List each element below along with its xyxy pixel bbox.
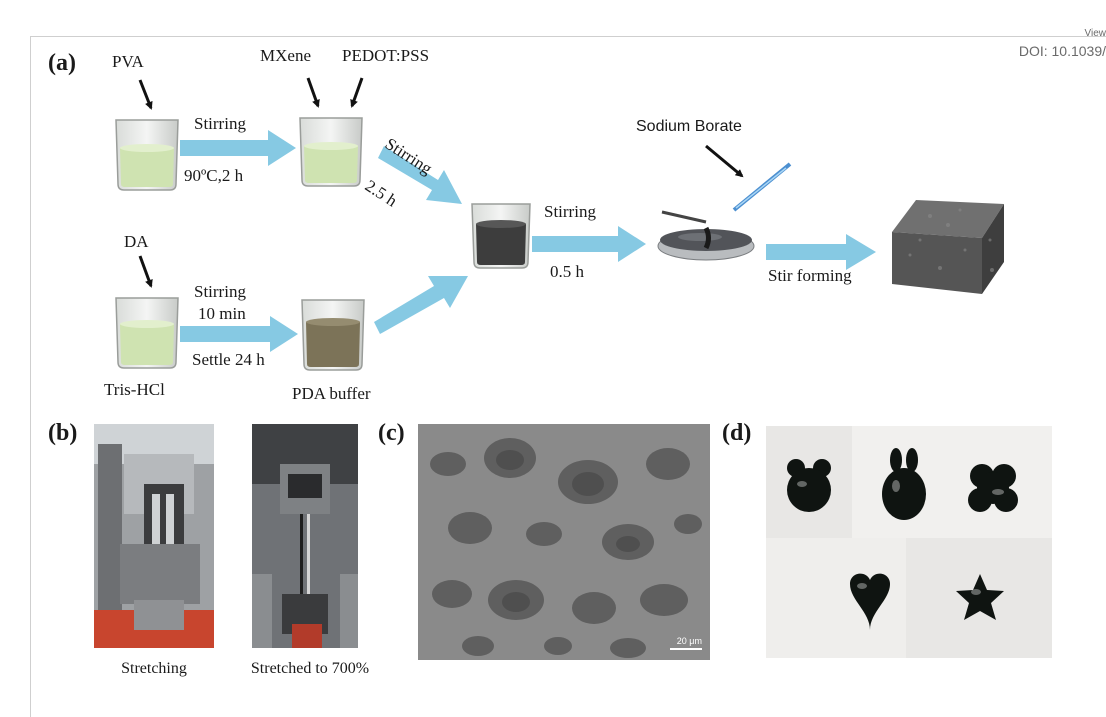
figure-frame bbox=[30, 36, 1106, 717]
panel-b-label: (b) bbox=[48, 420, 78, 446]
arrow-dish-to-gel bbox=[766, 234, 876, 270]
star-shape bbox=[956, 574, 1004, 620]
tris-label: Tris-HCl bbox=[104, 380, 165, 399]
sem-image: 20 μm bbox=[418, 424, 710, 660]
beaker-mix bbox=[471, 203, 531, 269]
stretched-photo bbox=[252, 424, 358, 648]
da-label: DA bbox=[124, 232, 149, 251]
article-header: View DOI: 10.1039/ bbox=[1019, 28, 1106, 61]
panel-d-label: (d) bbox=[722, 420, 752, 446]
settle-label: Settle 24 h bbox=[192, 350, 265, 369]
condition-label-1: 90ºC,2 h bbox=[184, 166, 244, 185]
rabbit-shape bbox=[882, 448, 926, 520]
beaker-mxene bbox=[299, 117, 363, 187]
arrow-tris-to-pda bbox=[180, 316, 298, 352]
doi-text[interactable]: DOI: 10.1039/ bbox=[1018, 43, 1106, 59]
pedot-arrow bbox=[350, 77, 364, 108]
stretching-photo bbox=[94, 424, 214, 648]
mxene-arrow bbox=[306, 77, 320, 108]
sodium-borate-label: Sodium Borate bbox=[636, 118, 742, 135]
beaker-pda bbox=[301, 299, 365, 371]
view-link[interactable]: View bbox=[1084, 28, 1106, 39]
arrow-pva-to-mix bbox=[180, 130, 296, 166]
pedot-label: PEDOT:PSS bbox=[342, 46, 430, 65]
pva-arrow bbox=[138, 79, 153, 110]
pipette-icon bbox=[732, 162, 792, 212]
stirring-label-3: Stirring bbox=[194, 282, 246, 301]
da-arrow bbox=[138, 255, 153, 288]
time-label-4: 0.5 h bbox=[550, 262, 584, 281]
stretching-caption: Stretching bbox=[121, 660, 187, 677]
stretched-caption: Stretched to 700% bbox=[250, 660, 370, 677]
arrow-beaker-to-dish bbox=[532, 226, 646, 262]
process-arrows bbox=[180, 130, 876, 352]
flower-shape bbox=[968, 464, 1018, 512]
stirring-label-1: Stirring bbox=[194, 114, 246, 133]
pva-label: PVA bbox=[112, 52, 144, 71]
heart-shape bbox=[850, 573, 890, 630]
beaker-pva bbox=[115, 119, 179, 191]
petri-dish bbox=[657, 210, 755, 261]
arrow-mix-to-beaker bbox=[378, 146, 462, 204]
pda-label: PDA buffer bbox=[292, 384, 371, 403]
time-label-3: 10 min bbox=[198, 304, 246, 323]
shaped-gels-photo bbox=[766, 426, 1052, 658]
mxene-label: MXene bbox=[260, 46, 311, 65]
stirring-label-4: Stirring bbox=[544, 202, 596, 221]
stir-forming-label: Stir forming bbox=[768, 266, 852, 285]
panel-a-label: (a) bbox=[48, 50, 76, 76]
arrow-pda-to-beaker bbox=[374, 276, 468, 334]
scale-bar-label: 20 μm bbox=[676, 636, 702, 646]
beaker-tris bbox=[115, 297, 179, 369]
gel-block bbox=[892, 200, 1004, 294]
borate-arrow bbox=[705, 144, 744, 178]
panel-c-label: (c) bbox=[378, 420, 405, 446]
bear-shape bbox=[787, 459, 831, 512]
